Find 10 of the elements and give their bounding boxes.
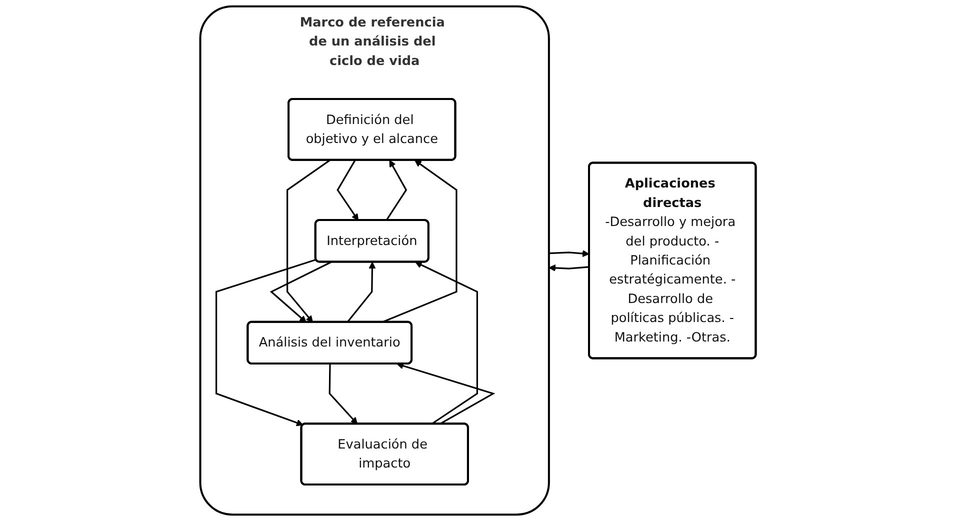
arrow xyxy=(415,262,478,425)
arrow xyxy=(270,261,332,323)
arrow xyxy=(336,160,359,221)
arrow xyxy=(386,160,408,221)
arrow xyxy=(328,364,358,424)
arrow xyxy=(548,250,590,258)
arrow xyxy=(216,258,316,426)
arrow xyxy=(286,160,330,323)
arrow xyxy=(346,262,376,323)
arrow xyxy=(548,264,590,272)
